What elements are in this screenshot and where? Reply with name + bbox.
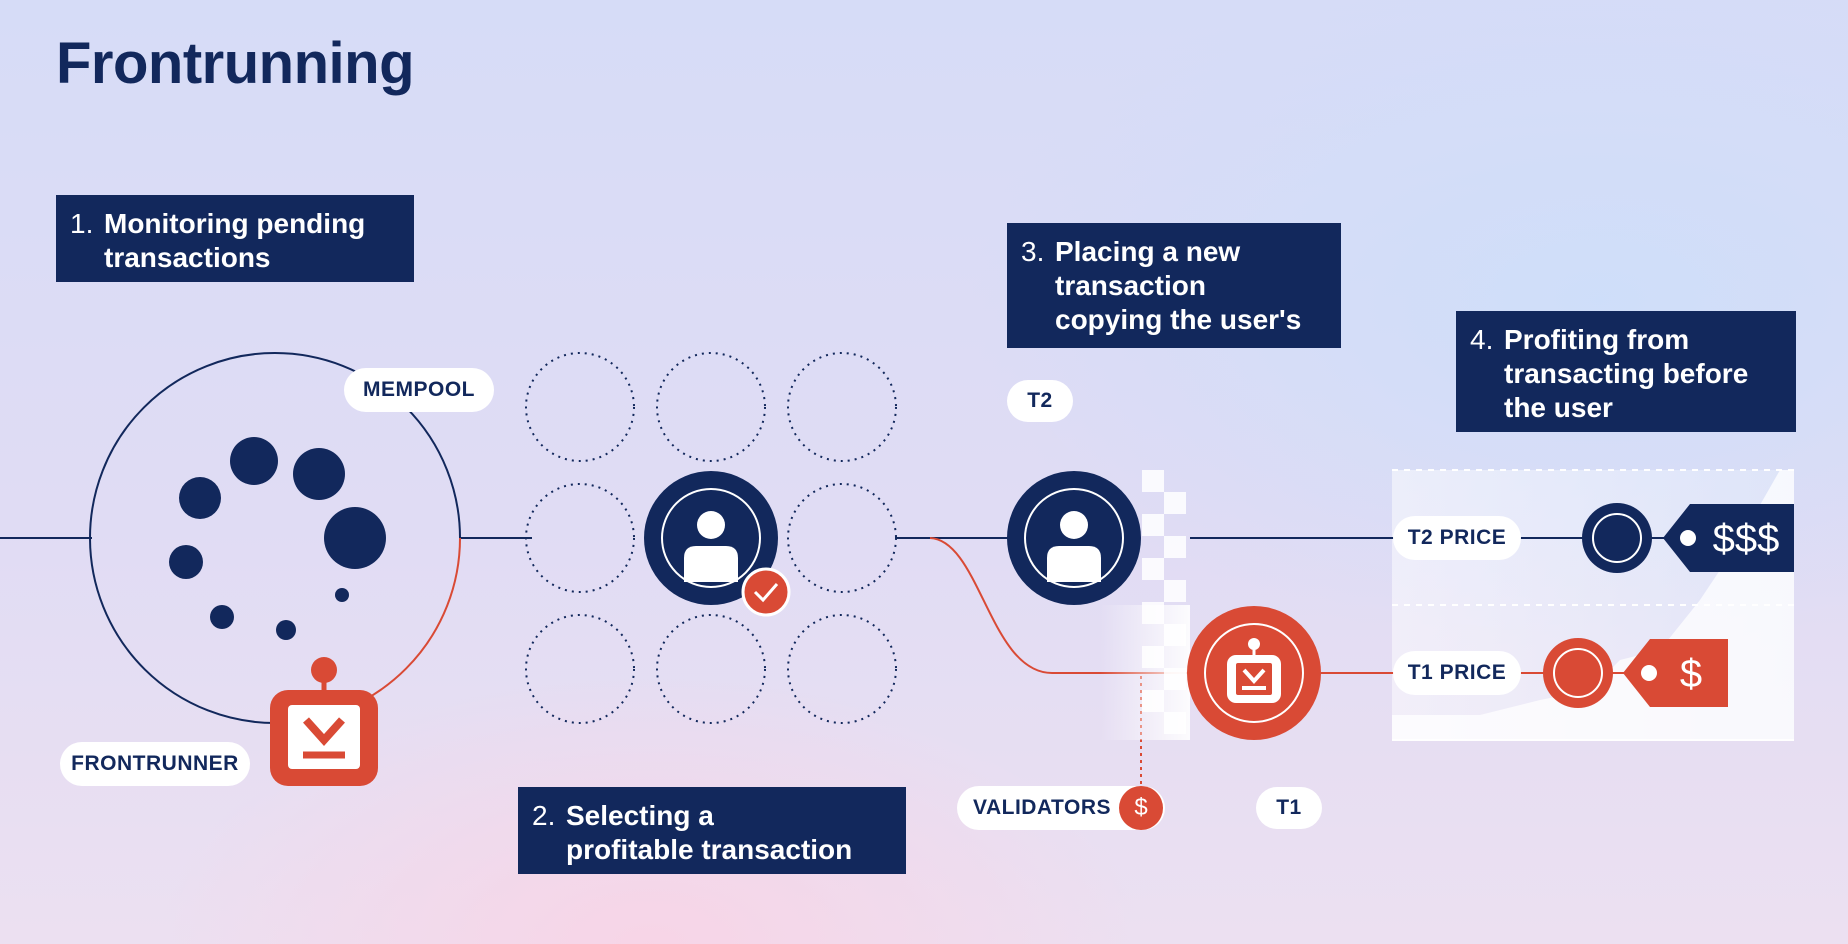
step-text: Profiting from transacting before the us… (1504, 324, 1749, 423)
mempool-label: MEMPOOL (344, 368, 494, 412)
robot-icon (1227, 638, 1281, 703)
frontrunner-robot-icon (270, 657, 378, 786)
price-tag-icon: $$$ (1663, 504, 1794, 572)
step-text: Monitoring pending transactions (104, 208, 366, 273)
t2-price-label: T2 PRICE (1393, 516, 1521, 560)
step-3-box: 3. Placing a new transaction copying the… (1007, 223, 1341, 348)
frontrunner-label: FRONTRUNNER (60, 742, 250, 786)
step-number: 2. (532, 800, 556, 831)
validators-text: VALIDATORS (973, 796, 1112, 819)
price-tag-icon: $ (1623, 639, 1728, 707)
selected-user-transaction (644, 471, 791, 617)
step-number: 3. (1021, 236, 1045, 267)
pending-transaction-dots (169, 437, 386, 640)
check-icon (741, 567, 791, 617)
step-1-box: 1. Monitoring pending transactions (56, 195, 414, 282)
frontrunner-branch-line (929, 537, 1190, 674)
t1-price-tag-value: $ (1680, 652, 1702, 696)
step-text: Placing a new transaction copying the us… (1055, 236, 1302, 335)
t1-label: T1 (1256, 787, 1322, 829)
step-4-box: 4. Profiting from transacting before the… (1456, 311, 1796, 432)
step-number: 4. (1470, 324, 1494, 355)
transaction-grid (525, 352, 897, 724)
block-boundary (1100, 470, 1190, 740)
step-number: 1. (70, 208, 94, 239)
page-title: Frontrunning (56, 31, 415, 96)
t2-price-marker (1582, 503, 1652, 573)
user-icon (684, 511, 738, 582)
t2-label: T2 (1007, 380, 1073, 422)
validators-fee-icon: $ (1119, 786, 1163, 830)
t1-price-marker (1543, 638, 1613, 708)
step-2-box: 2. Selecting a profitable transaction (518, 787, 906, 874)
t2-price-tag-value: $$$ (1713, 517, 1780, 561)
t2-user-transaction (1007, 471, 1141, 605)
step-text: Selecting a profitable transaction (566, 800, 853, 865)
t1-frontrunner-transaction (1187, 606, 1321, 740)
t1-price-label: T1 PRICE (1393, 651, 1521, 695)
user-icon (1047, 511, 1101, 582)
